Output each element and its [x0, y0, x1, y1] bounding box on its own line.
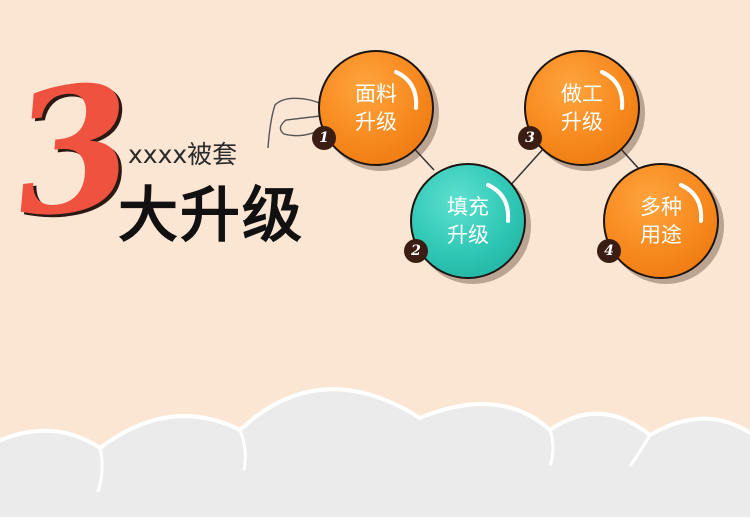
number-badge: 2 [404, 239, 428, 263]
node-fabric-upgrade: 面料 升级 1 [312, 50, 434, 166]
node-label-line1: 面料 [355, 82, 397, 106]
node-label: 做工 升级 [524, 80, 640, 136]
node-label: 填充 升级 [410, 193, 526, 249]
node-craft-upgrade: 做工 升级 3 [518, 50, 640, 166]
node-label-line2: 升级 [447, 223, 489, 247]
node-label-line1: 填充 [447, 195, 489, 219]
subtitle-text: xxxx被套 [128, 140, 238, 169]
node-filling-upgrade: 填充 升级 2 [404, 163, 526, 279]
node-label-line2: 用途 [640, 223, 682, 247]
number-badge: 3 [518, 126, 542, 150]
number-badge: 1 [312, 126, 336, 150]
main-title: 大升级 [118, 181, 304, 251]
number-badge: 4 [597, 239, 621, 263]
node-label-line2: 升级 [561, 110, 603, 134]
node-label-line2: 升级 [355, 110, 397, 134]
node-label-line1: 做工 [561, 82, 603, 106]
node-label-line1: 多种 [640, 195, 682, 219]
node-label: 面料 升级 [318, 80, 434, 136]
node-label: 多种 用途 [603, 193, 719, 249]
node-multi-use: 多种 用途 4 [597, 163, 719, 279]
